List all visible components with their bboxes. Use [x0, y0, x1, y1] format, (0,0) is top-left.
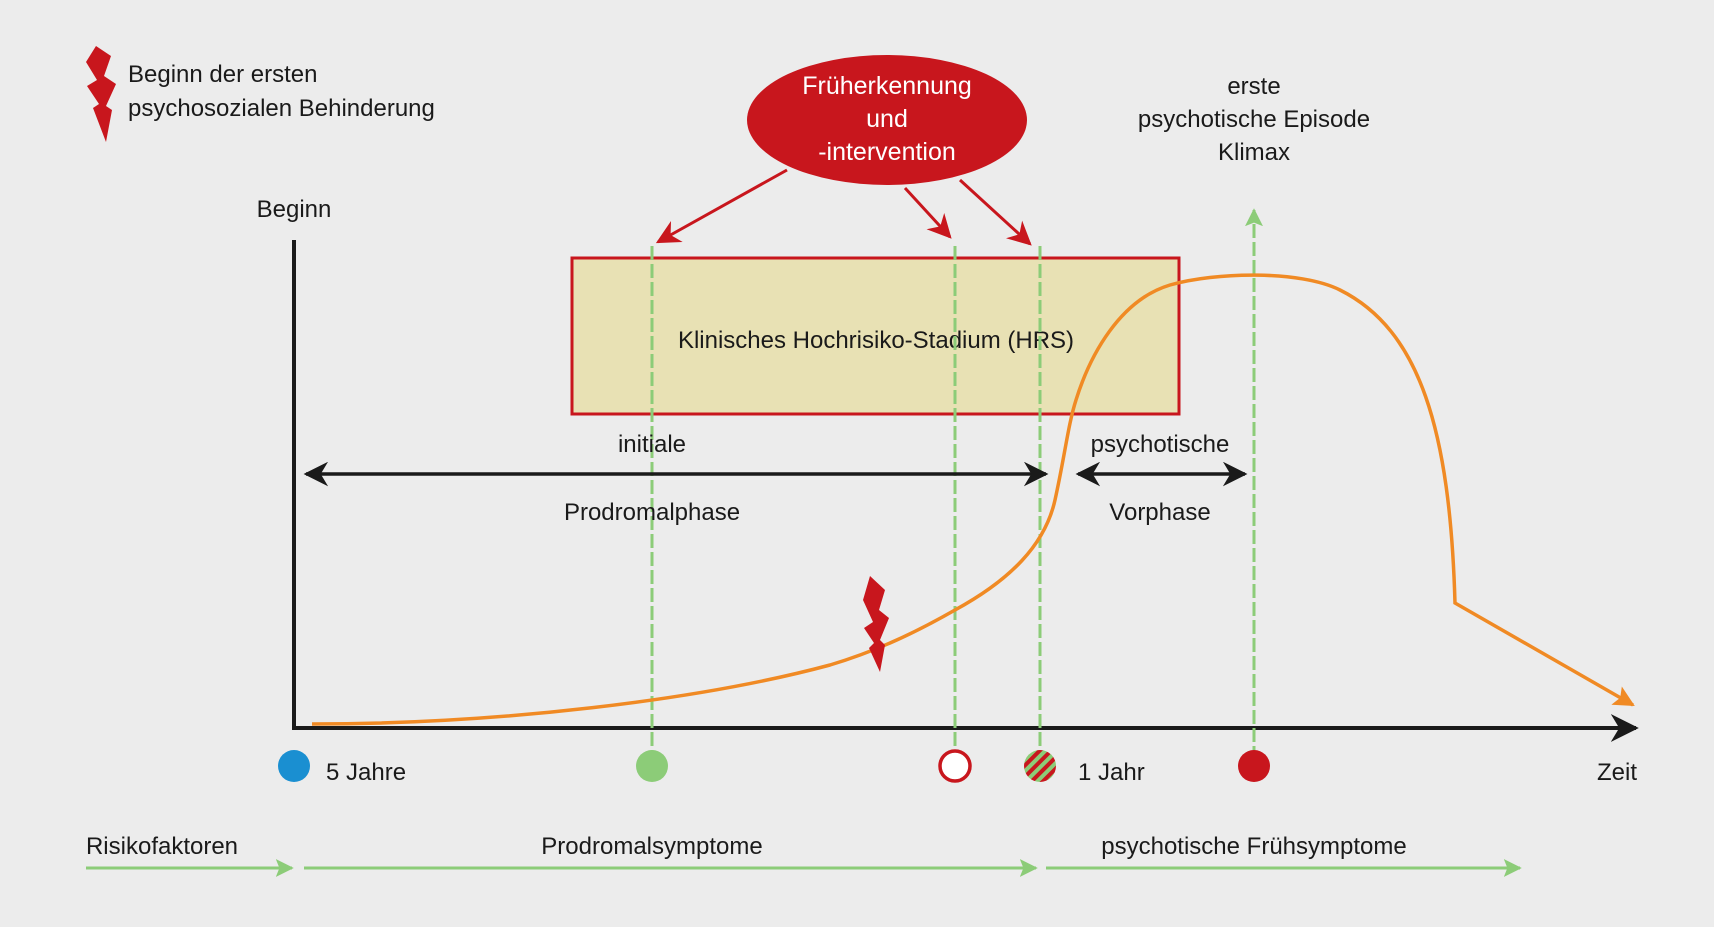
onset-dot	[278, 750, 310, 782]
legend-line-2: psychosozialen Behinderung	[128, 95, 435, 122]
early-detection-ellipse	[747, 55, 1027, 185]
axis-label-time: Zeit	[1597, 759, 1637, 786]
early-detection-line-3: -intervention	[818, 138, 956, 166]
phase-psychotic-bottom: Vorphase	[1109, 499, 1210, 526]
early-arrow-middle	[903, 186, 952, 239]
disability-onset-lightning-icon	[863, 576, 889, 672]
legend-line-1: Beginn der ersten	[128, 61, 317, 88]
episode-line-2: psychotische Episode	[1138, 106, 1370, 133]
episode-line-3: Klimax	[1218, 139, 1290, 166]
prodrome-dot	[636, 750, 668, 782]
phase-initial-bottom: Prodromalphase	[564, 499, 740, 526]
hrs-box	[570, 256, 1181, 416]
lightning-icon	[86, 46, 116, 142]
early-arrow-left	[655, 168, 788, 244]
symptom-course-curve	[311, 273, 1635, 726]
axis-label-5-years: 5 Jahre	[326, 759, 406, 786]
axis-label-1-year: 1 Jahr	[1078, 759, 1145, 786]
hrs-label: Klinisches Hochrisiko-Stadium (HRS)	[678, 327, 1074, 354]
bottom-label-risk: Risikofaktoren	[86, 833, 238, 860]
phase-initial-top: initiale	[618, 431, 686, 458]
early-detection-line-1: Früherkennung	[802, 72, 972, 100]
bottom-label-early-symptoms: psychotische Frühsymptome	[1101, 833, 1406, 860]
hrs-onset-dot	[938, 749, 972, 783]
phase-psychotic-top: psychotische	[1091, 431, 1230, 458]
y-axis-label: Beginn	[257, 196, 332, 223]
episode-line-1: erste	[1227, 73, 1280, 100]
bottom-label-prodromal: Prodromalsymptome	[541, 833, 762, 860]
episode-dot	[1238, 750, 1270, 782]
early-detection-line-2: und	[866, 105, 908, 133]
early-arrow-right	[958, 178, 1032, 246]
one-year-dot	[1024, 750, 1056, 782]
